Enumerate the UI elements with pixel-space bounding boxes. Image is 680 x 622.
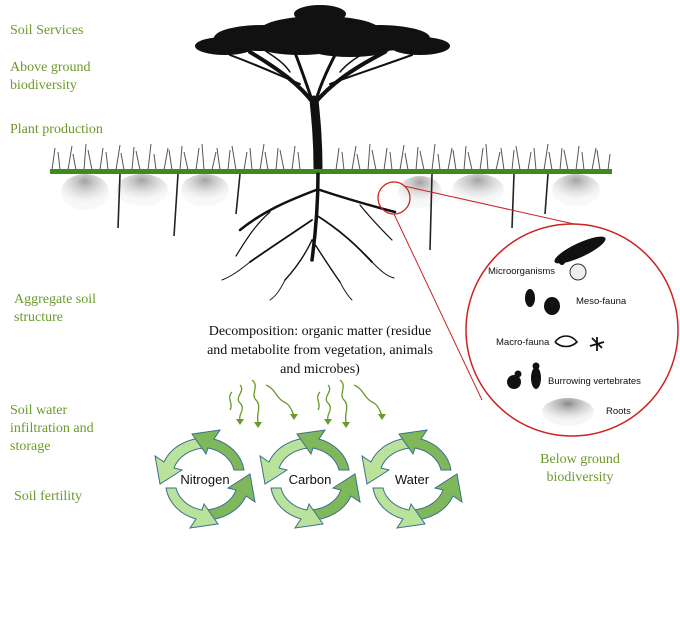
label-macro-fauna: Macro-fauna	[496, 337, 550, 348]
cycle-carbon: Carbon	[259, 429, 361, 529]
label-line: structure	[14, 310, 63, 325]
cycle-nitrogen: Nitrogen	[154, 429, 256, 529]
label-line: infiltration and	[10, 421, 94, 436]
grass-roots	[61, 174, 600, 210]
label-line: biodiversity	[10, 78, 77, 93]
cycle-water: Water	[361, 429, 463, 529]
ground-line	[50, 169, 612, 174]
roots-icon	[542, 398, 594, 426]
cycle-label-water: Water	[395, 472, 430, 487]
arrowheads	[236, 414, 386, 428]
label-above-ground-biodiversity: Above ground biodiversity	[10, 59, 91, 95]
grass-layer	[51, 143, 611, 171]
label-microorganisms: Microorganisms	[488, 266, 555, 277]
cycle-label-nitrogen: Nitrogen	[180, 472, 229, 487]
tree-roots	[221, 172, 397, 301]
label-roots: Roots	[606, 406, 631, 417]
meso-fauna-icons	[525, 289, 560, 315]
label-aggregate-soil-structure: Aggregate soil structure	[14, 291, 96, 327]
label-line: Aggregate soil	[14, 292, 97, 307]
tree-canopy	[195, 5, 450, 57]
label-soil-water: Soil water infiltration and storage	[10, 402, 94, 456]
label-line: biodiversity	[546, 470, 614, 485]
label-burrowing-vertebrates: Burrowing vertebrates	[548, 376, 641, 387]
label-below-ground-biodiversity: Below ground biodiversity	[520, 451, 640, 487]
label-soil-fertility: Soil fertility	[14, 489, 83, 504]
decomposition-line: and microbes)	[280, 362, 360, 377]
label-line: Soil water	[10, 403, 68, 418]
organism-labels: Microorganisms Meso-fauna Macro-fauna Bu…	[488, 266, 641, 417]
label-soil-services: Soil Services	[10, 23, 84, 38]
label-line: storage	[10, 439, 51, 454]
burrowing-vertebrates-icons	[507, 362, 541, 389]
tree-trunk	[229, 43, 413, 173]
label-meso-fauna: Meso-fauna	[576, 296, 627, 307]
label-line: Above ground	[10, 60, 91, 75]
label-plant-production: Plant production	[10, 122, 103, 137]
decomposition-arrows	[229, 379, 383, 423]
decomposition-line: Decomposition: organic matter (residue	[208, 324, 432, 339]
cycle-label-carbon: Carbon	[289, 472, 332, 487]
microorganism-icons	[554, 236, 606, 281]
label-line: Below ground	[540, 452, 620, 467]
tap-roots	[117, 173, 549, 251]
decomposition-text: Decomposition: organic matter (residue a…	[170, 322, 470, 379]
macro-fauna-icons	[554, 335, 605, 351]
zoom-connector-bottom	[393, 213, 483, 401]
decomposition-line: and metabolite from vegetation, animals	[207, 343, 433, 358]
